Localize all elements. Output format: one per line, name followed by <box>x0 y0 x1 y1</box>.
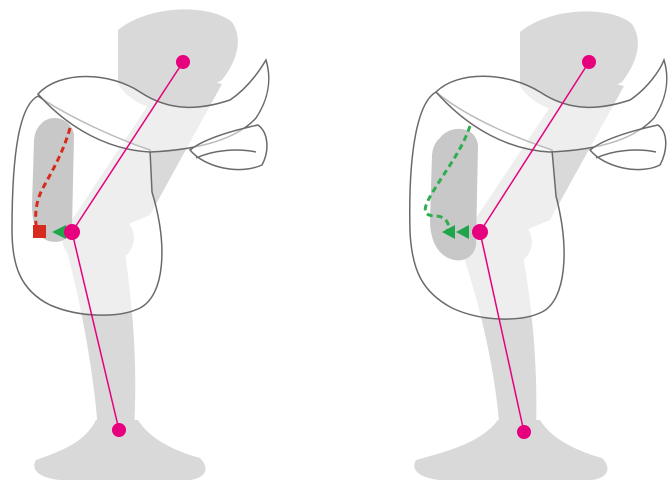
knee-joint-marker <box>64 224 80 240</box>
incorrect-flap-edge-marker <box>33 225 46 238</box>
knee-roll <box>32 118 74 242</box>
knee-joint-marker <box>472 224 488 240</box>
hip-joint-marker <box>582 55 596 69</box>
ankle-joint-marker <box>517 425 531 439</box>
hip-joint-marker <box>176 55 190 69</box>
ankle-joint-marker <box>112 423 126 437</box>
knee-roll <box>430 129 478 260</box>
